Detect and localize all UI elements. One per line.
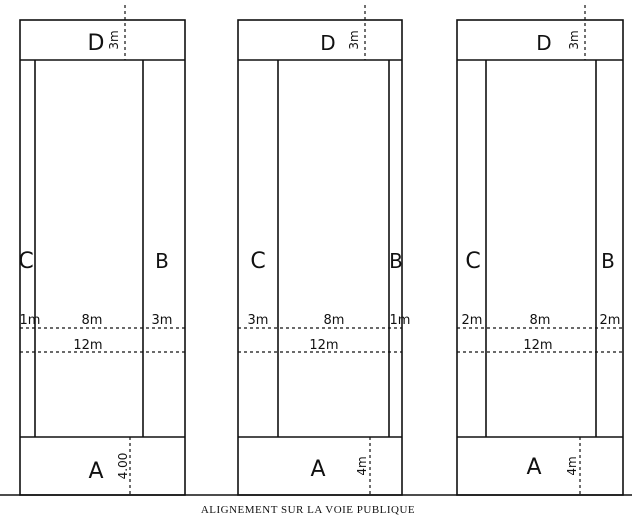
front-dimension: 4.00 bbox=[116, 453, 130, 480]
rear-dimension: 3m bbox=[107, 30, 121, 49]
left-dimension: 3m bbox=[248, 313, 269, 328]
middle-dimension: 8m bbox=[530, 313, 551, 328]
zone-a-label: A bbox=[88, 459, 103, 484]
zone-b-label: B bbox=[601, 249, 615, 273]
panel-3: D C B A 3m 4m 2m 8m 2m 12m bbox=[456, 5, 624, 496]
rear-dimension: 3m bbox=[567, 30, 581, 49]
zone-d-label: D bbox=[88, 31, 105, 56]
panel-2: D C B A 3m 4m 3m 8m 1m 12m bbox=[237, 5, 411, 496]
right-dimension: 3m bbox=[152, 313, 173, 328]
zone-b-label: B bbox=[155, 249, 169, 273]
left-dimension: 1m bbox=[20, 313, 41, 328]
lot-outline bbox=[456, 19, 624, 496]
zone-c-label: C bbox=[250, 249, 265, 274]
zone-b-label: B bbox=[389, 249, 403, 273]
right-dimension: 1m bbox=[390, 313, 411, 328]
lot-outline bbox=[237, 19, 403, 496]
total-dimension: 12m bbox=[73, 338, 102, 353]
total-dimension: 12m bbox=[523, 338, 552, 353]
lot-outline bbox=[19, 19, 186, 496]
front-dimension: 4m bbox=[355, 456, 369, 475]
right-dimension: 2m bbox=[600, 313, 621, 328]
front-dimension: 4m bbox=[565, 456, 579, 475]
middle-dimension: 8m bbox=[82, 313, 103, 328]
left-dimension: 2m bbox=[462, 313, 483, 328]
middle-dimension: 8m bbox=[324, 313, 345, 328]
zone-d-label: D bbox=[320, 31, 335, 55]
rear-dimension: 3m bbox=[347, 30, 361, 49]
zone-c-label: C bbox=[465, 249, 480, 274]
zone-d-label: D bbox=[536, 31, 551, 55]
total-dimension: 12m bbox=[309, 338, 338, 353]
diagram-caption: ALIGNEMENT SUR LA VOIE PUBLIQUE bbox=[201, 504, 415, 516]
panel-1: D C B A 3m 4.00 1m 8m 3m 12m bbox=[18, 5, 186, 496]
zone-c-label: C bbox=[18, 249, 33, 274]
zone-a-label: A bbox=[310, 457, 325, 482]
zone-a-label: A bbox=[526, 455, 541, 480]
